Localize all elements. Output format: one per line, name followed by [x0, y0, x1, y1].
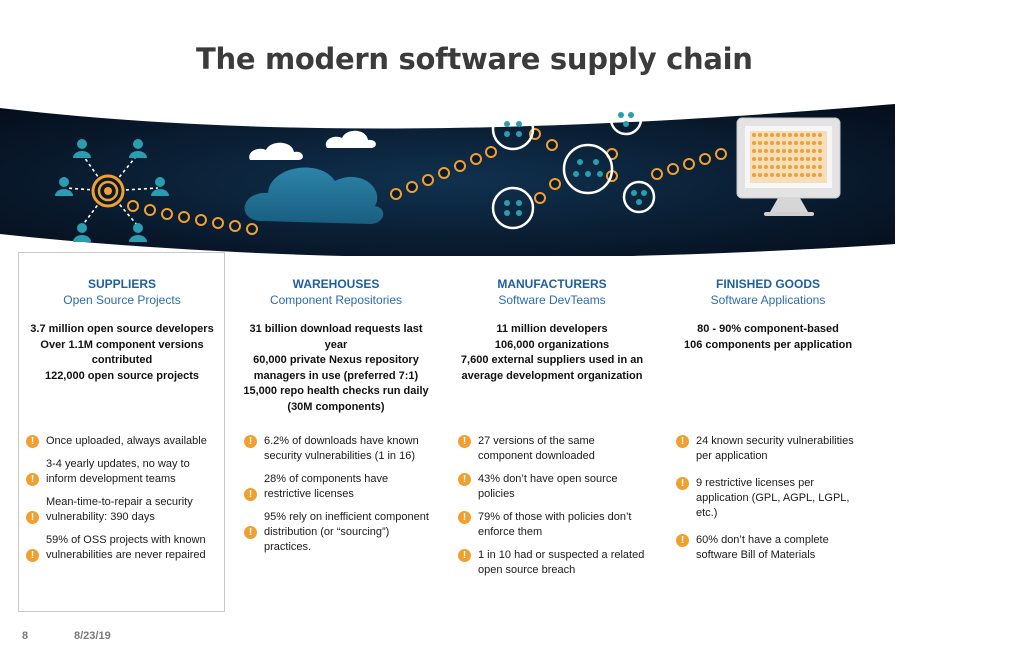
stat-line: contributed: [91, 354, 153, 366]
list-item: ! 9 restrictive licenses per application…: [676, 476, 866, 521]
column-stats: 80 - 90% component-based 106 components …: [668, 322, 868, 353]
column-subheading: Component Repositories: [269, 293, 403, 307]
stat-line: 122,000 open source projects: [44, 369, 200, 382]
column-subheading: Open Source Projects: [63, 293, 181, 307]
column-heading: FINISHED GOODS: [715, 277, 820, 291]
stat-line: (30M components): [287, 400, 385, 413]
warehouses-column: WAREHOUSES Component Repositories 31 bil…: [236, 276, 436, 415]
list-item: ! 1 in 10 had or suspected a related ope…: [458, 548, 648, 578]
stat-line: 80 - 90% component-based: [697, 323, 839, 335]
list-item: ! 43% don’t have open source policies: [458, 472, 648, 502]
stat-line: 31 billion download requests last: [249, 323, 423, 335]
list-item: ! 28% of components have restrictive lic…: [244, 472, 434, 502]
warning-icon: !: [26, 549, 39, 562]
column-stats: 11 million developers 106,000 organizati…: [452, 322, 652, 384]
warning-icon: !: [244, 526, 257, 539]
warning-icon: !: [458, 511, 471, 524]
warning-icon: !: [676, 534, 689, 547]
page-title: The modern software supply chain: [196, 42, 753, 76]
stat-line: 11 million developers: [496, 323, 608, 335]
suppliers-panel: [18, 252, 225, 612]
stat-line: Over 1.1M component versions: [40, 338, 204, 351]
list-item: ! 6.2% of downloads have known security …: [244, 434, 434, 464]
list-item: ! Mean-time-to-repair a security vulnera…: [26, 495, 222, 525]
list-item: ! 79% of those with policies don’t enfor…: [458, 510, 648, 540]
list-item: ! 60% don’t have a complete software Bil…: [676, 533, 866, 563]
warning-icon: !: [458, 473, 471, 486]
manufacturers-column: MANUFACTURERS Software DevTeams 11 milli…: [452, 276, 652, 384]
warning-icon: !: [676, 435, 689, 448]
supplier-hub-icon: [55, 139, 169, 242]
warning-icon: !: [244, 435, 257, 448]
finished-goods-column: FINISHED GOODS Software Applications 80 …: [668, 276, 868, 353]
warning-icon: !: [26, 511, 39, 524]
dev-team-icon: [491, 102, 656, 230]
page-number: 8: [22, 630, 29, 642]
warning-icon: !: [676, 477, 689, 490]
list-item: ! 24 known security vulnerabilities per …: [676, 434, 866, 464]
warehouses-risks: ! 6.2% of downloads have known security …: [244, 434, 434, 555]
list-item: ! 3-4 yearly updates, no way to inform d…: [26, 457, 222, 487]
suppliers-risks: ! Once uploaded, always available ! 3-4 …: [26, 434, 222, 563]
stat-line: 60,000 private Nexus repository: [253, 354, 419, 366]
column-heading: SUPPLIERS: [87, 277, 156, 291]
stat-line: 106 components per application: [683, 338, 853, 351]
column-stats: 3.7 million open source developers Over …: [22, 322, 222, 384]
component-chain: [127, 128, 727, 235]
slide-date: 8/23/19: [74, 630, 111, 642]
stat-line: 15,000 repo health checks run daily: [243, 385, 429, 397]
column-heading: WAREHOUSES: [292, 277, 380, 291]
column-heading: MANUFACTURERS: [497, 277, 607, 291]
warning-icon: !: [244, 488, 257, 501]
supply-chain-banner: [0, 102, 895, 256]
warning-icon: !: [458, 549, 471, 562]
column-subheading: Software Applications: [710, 293, 826, 307]
column-subheading: Software DevTeams: [498, 293, 606, 307]
stat-line: managers in use (preferred 7:1): [253, 369, 419, 382]
warning-icon: !: [26, 473, 39, 486]
warning-icon: !: [458, 435, 471, 448]
list-item: ! 27 versions of the same component down…: [458, 434, 648, 464]
column-stats: 31 billion download requests last year 6…: [236, 322, 436, 415]
stat-line: 3.7 million open source developers: [30, 323, 214, 335]
application-monitor-icon: [736, 117, 841, 216]
suppliers-column: SUPPLIERS Open Source Projects 3.7 milli…: [22, 276, 222, 384]
list-item: ! 95% rely on inefficient component dist…: [244, 510, 434, 555]
stat-line: average development organization: [461, 369, 643, 382]
stat-line: 7,600 external suppliers used in an: [460, 354, 644, 366]
cloud-icon: [244, 130, 384, 224]
list-item: ! Once uploaded, always available: [26, 434, 222, 449]
stat-line: year: [324, 338, 348, 351]
list-item: ! 59% of OSS projects with known vulnera…: [26, 533, 222, 563]
warning-icon: !: [26, 435, 39, 448]
stat-line: 106,000 organizations: [494, 338, 610, 351]
finished-goods-risks: ! 24 known security vulnerabilities per …: [676, 434, 866, 563]
manufacturers-risks: ! 27 versions of the same component down…: [458, 434, 648, 578]
